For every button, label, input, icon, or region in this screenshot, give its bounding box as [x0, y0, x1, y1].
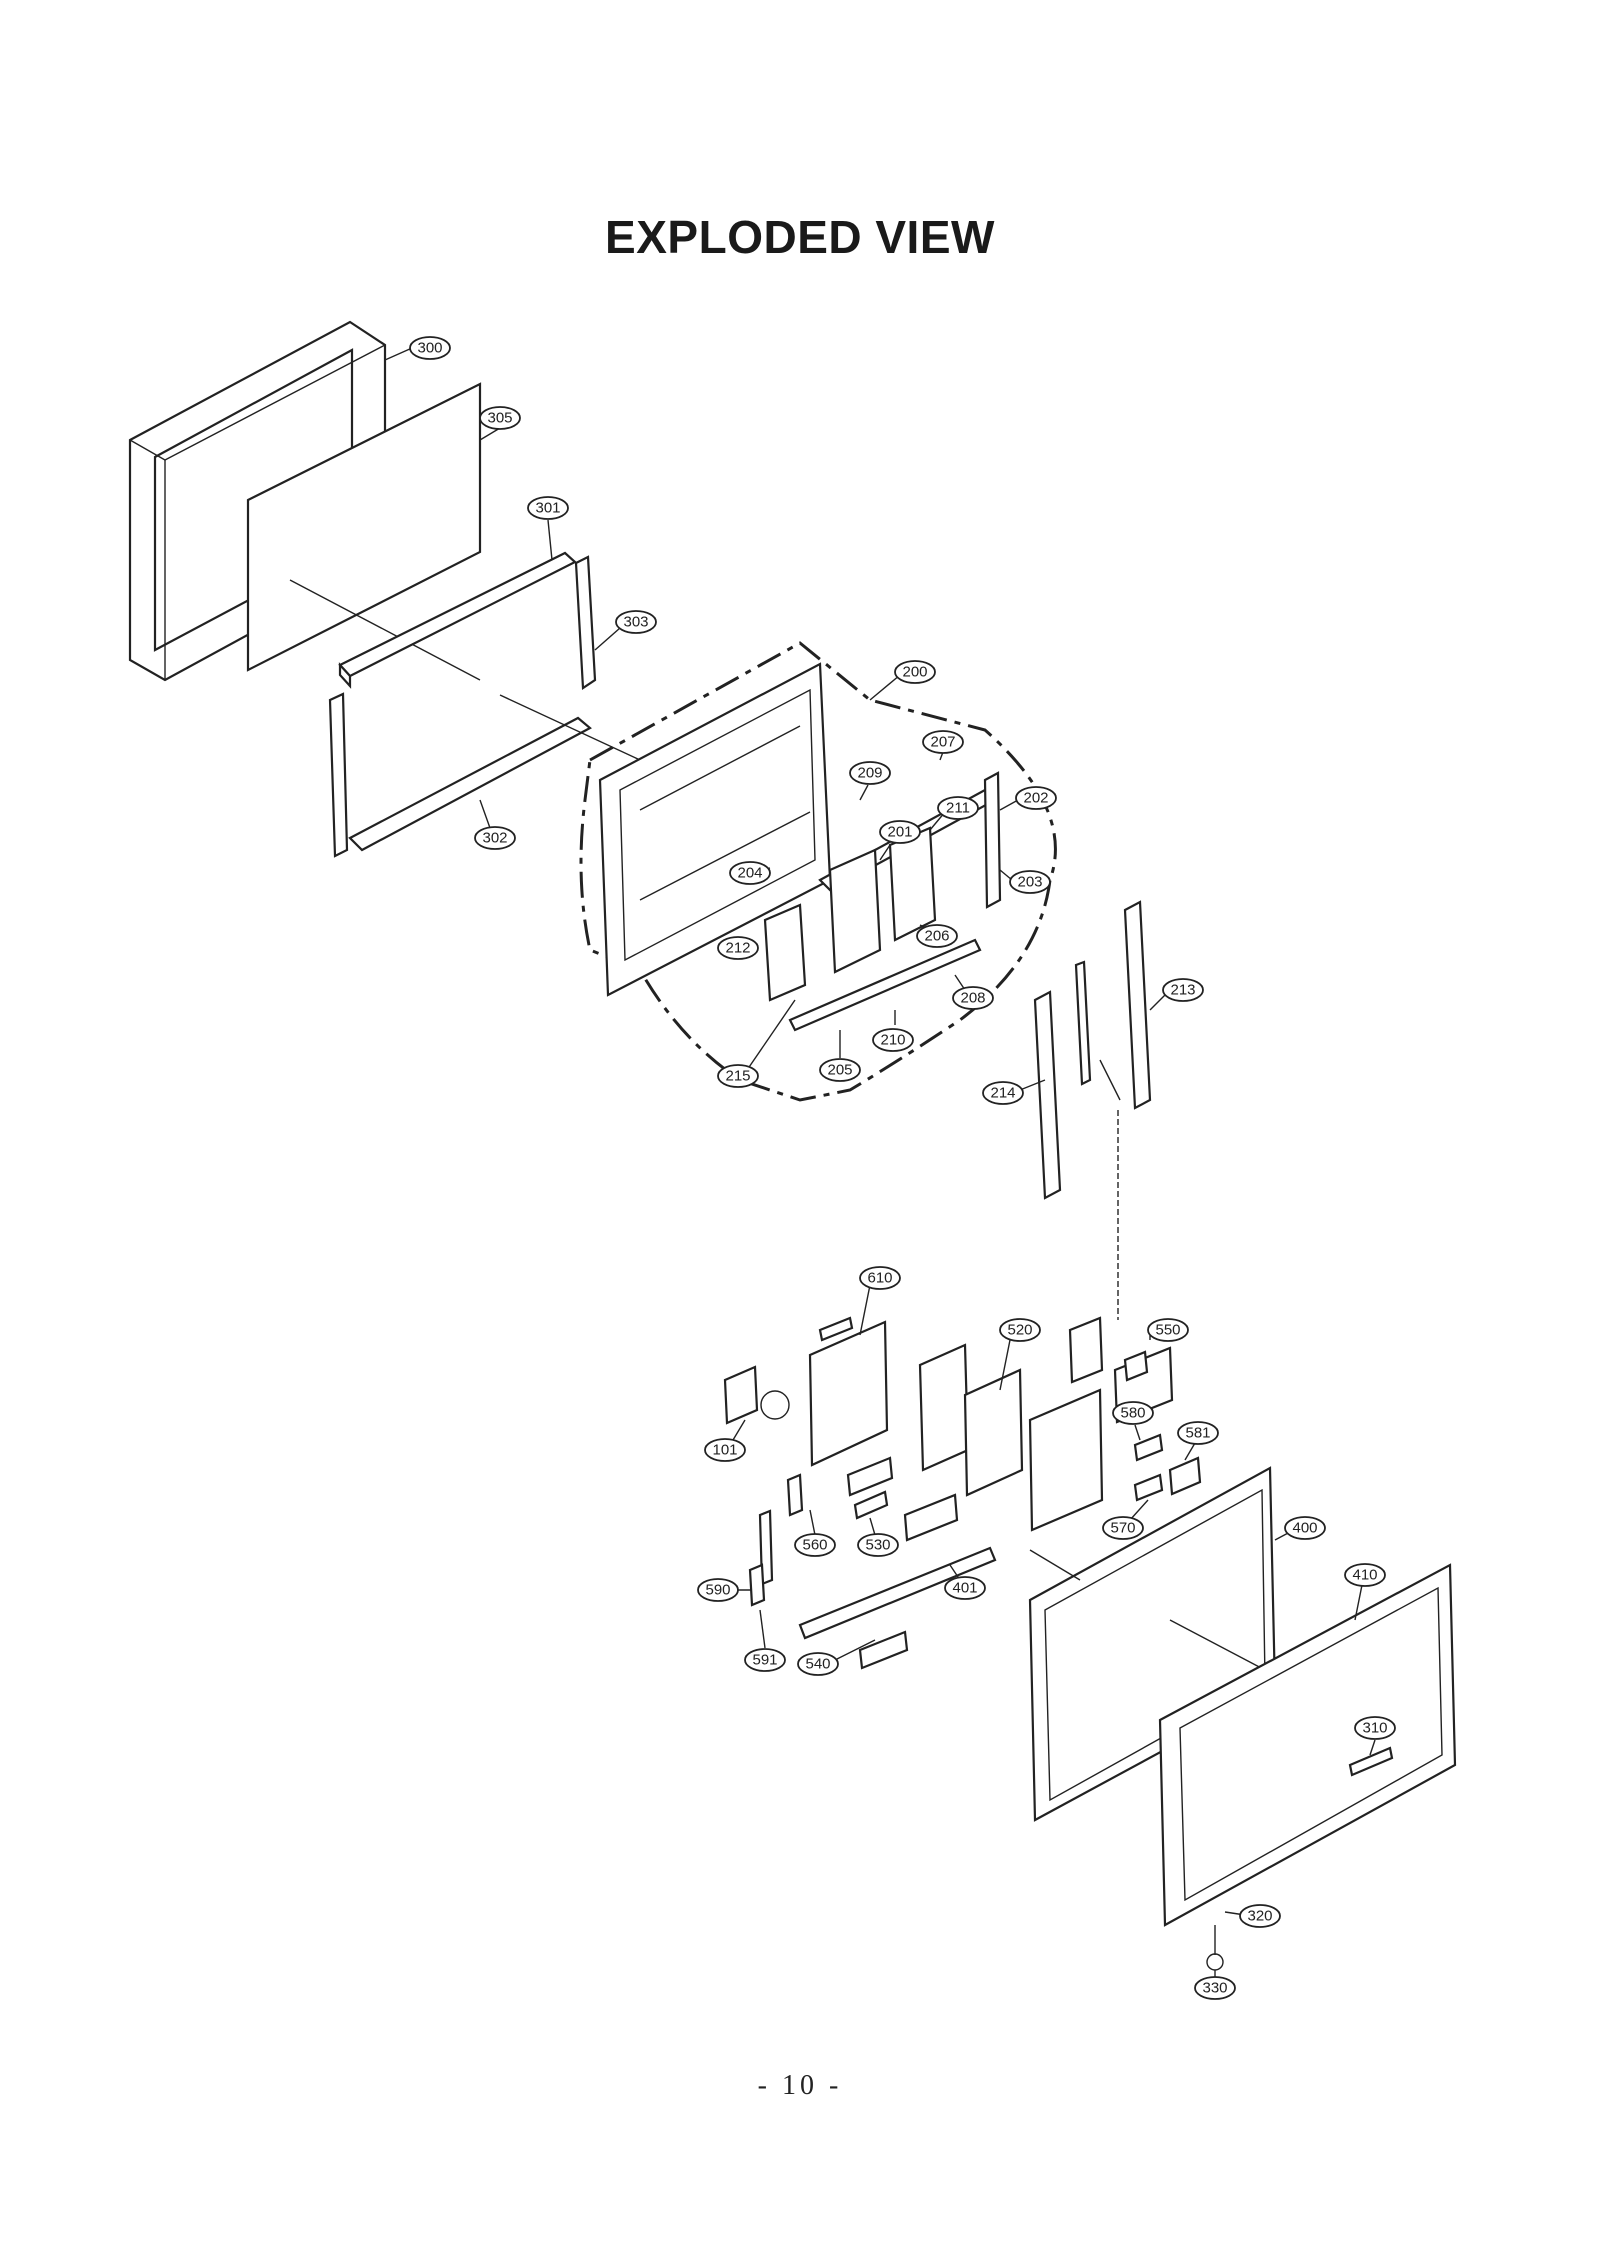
callout-label: 214 — [990, 1085, 1015, 1102]
board-520 — [918, 1316, 1174, 1532]
callout-207: 207 — [922, 730, 964, 761]
callout-label: 570 — [1110, 1520, 1135, 1537]
callout-410: 410 — [1344, 1563, 1386, 1621]
callout-label: 550 — [1155, 1322, 1180, 1339]
callout-560: 560 — [794, 1509, 836, 1557]
side-bracket-303 — [574, 555, 597, 690]
callout-label: 101 — [712, 1442, 737, 1459]
callout-label: 303 — [623, 614, 648, 631]
callout-label: 305 — [487, 410, 512, 427]
callout-205: 205 — [819, 1030, 861, 1082]
callout-209: 209 — [849, 761, 891, 801]
small-boards-580-581-570 — [1133, 1433, 1202, 1502]
callout-310: 310 — [1354, 1716, 1396, 1756]
rear-frame-410 — [1158, 1563, 1457, 1971]
callout-520: 520 — [999, 1318, 1041, 1391]
callout-label: 300 — [417, 340, 442, 357]
callout-590: 590 — [697, 1578, 752, 1602]
fan-101 — [723, 1365, 790, 1425]
page-number: - 10 - — [757, 2070, 843, 2101]
callout-330: 330 — [1194, 1970, 1236, 2000]
callout-202: 202 — [999, 786, 1057, 811]
bottom-rail-302 — [328, 692, 641, 858]
callout-label: 202 — [1023, 790, 1048, 807]
callout-label: 205 — [827, 1062, 852, 1079]
callout-208: 208 — [952, 974, 994, 1010]
callout-label: 200 — [902, 664, 927, 681]
main-board-610 — [808, 1316, 889, 1467]
top-rail-301 — [338, 551, 577, 689]
callout-label: 208 — [960, 990, 985, 1007]
small-parts-lower — [748, 1456, 997, 1670]
callout-label: 610 — [867, 1270, 892, 1287]
callout-401: 401 — [944, 1564, 986, 1600]
callout-label: 213 — [1170, 982, 1195, 999]
callout-label: 215 — [725, 1068, 750, 1085]
callout-320: 320 — [1224, 1904, 1281, 1928]
callout-580: 580 — [1112, 1401, 1154, 1441]
callout-label: 530 — [865, 1537, 890, 1554]
stand-brackets-213-214 — [1033, 900, 1152, 1320]
callout-204: 204 — [729, 861, 771, 885]
callout-label: 580 — [1120, 1405, 1145, 1422]
callout-581: 581 — [1177, 1421, 1219, 1461]
callout-label: 207 — [930, 734, 955, 751]
callout-label: 320 — [1247, 1908, 1272, 1925]
callout-label: 590 — [705, 1582, 730, 1599]
callout-400: 400 — [1274, 1516, 1326, 1541]
callout-305: 305 — [479, 406, 521, 441]
callout-530: 530 — [857, 1517, 899, 1557]
callout-label: 209 — [857, 765, 882, 782]
callout-213: 213 — [1149, 978, 1204, 1011]
callout-591: 591 — [744, 1609, 786, 1672]
callout-label: 302 — [482, 830, 507, 847]
chassis-assembly-200 — [579, 641, 1057, 1102]
callout-200: 200 — [869, 660, 936, 701]
callout-label: 301 — [535, 500, 560, 517]
callout-210: 210 — [872, 1010, 914, 1052]
glass-panel-305 — [246, 382, 482, 681]
callout-215: 215 — [717, 999, 796, 1088]
callout-300: 300 — [384, 336, 451, 361]
callout-212: 212 — [717, 936, 759, 960]
callout-540: 540 — [797, 1639, 876, 1676]
callout-label: 210 — [880, 1032, 905, 1049]
callout-label: 581 — [1185, 1425, 1210, 1442]
callout-label: 212 — [725, 940, 750, 957]
callout-label: 410 — [1352, 1567, 1377, 1584]
callout-label: 560 — [802, 1537, 827, 1554]
callout-610: 610 — [859, 1266, 901, 1336]
callout-label: 206 — [924, 928, 949, 945]
callout-570: 570 — [1102, 1499, 1149, 1540]
callouts: 300 305 301 303 302 200 207 209 211 202 … — [384, 336, 1396, 2000]
callout-label: 201 — [887, 824, 912, 841]
callout-label: 203 — [1017, 874, 1042, 891]
callout-label: 401 — [952, 1580, 977, 1597]
callout-label: 204 — [737, 865, 762, 882]
callout-label: 211 — [946, 800, 970, 817]
callout-206: 206 — [916, 924, 958, 948]
callout-label: 540 — [805, 1656, 830, 1673]
callout-214: 214 — [982, 1079, 1046, 1105]
callout-203: 203 — [999, 869, 1051, 894]
callout-550: 550 — [1147, 1318, 1189, 1342]
callout-201: 201 — [879, 820, 921, 861]
callout-303: 303 — [594, 610, 657, 651]
callout-302: 302 — [474, 799, 516, 850]
callout-label: 520 — [1007, 1322, 1032, 1339]
callout-label: 591 — [752, 1652, 777, 1669]
callout-label: 330 — [1202, 1980, 1227, 1997]
page-title: EXPLODED VIEW — [605, 211, 995, 263]
callout-211: 211 — [929, 796, 979, 831]
callout-label: 310 — [1362, 1720, 1387, 1737]
callout-301: 301 — [527, 496, 569, 561]
callout-101: 101 — [704, 1419, 746, 1462]
callout-label: 400 — [1292, 1520, 1317, 1537]
